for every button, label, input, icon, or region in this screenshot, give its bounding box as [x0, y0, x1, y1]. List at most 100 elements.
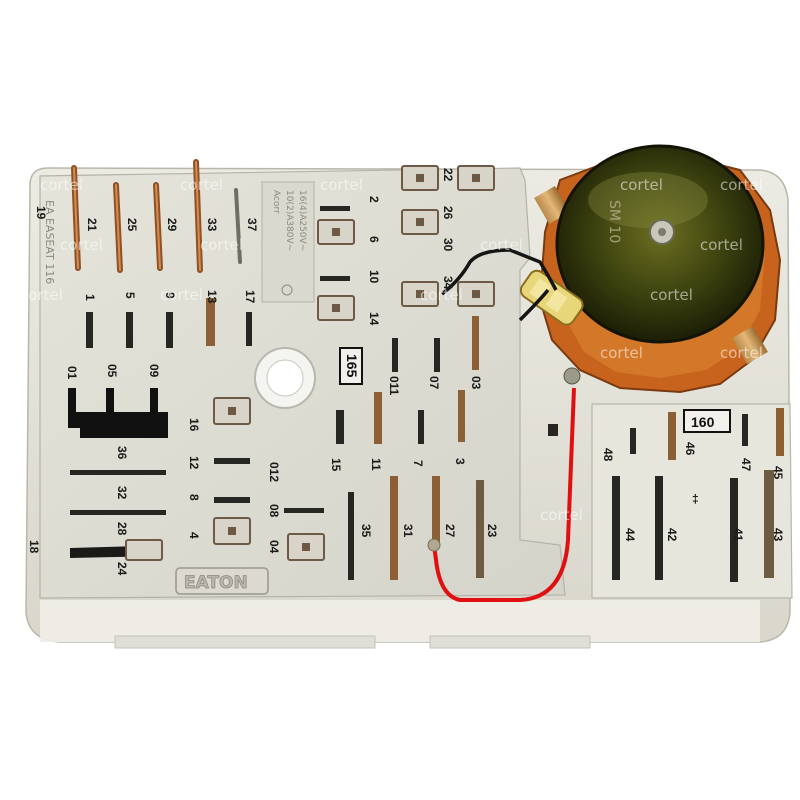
- svg-text:15: 15: [329, 458, 343, 472]
- svg-text:16: 16: [187, 418, 201, 432]
- svg-text:13: 13: [205, 290, 219, 304]
- svg-text:cortel: cortel: [720, 176, 763, 194]
- svg-text:cortel: cortel: [320, 176, 363, 194]
- terminal-labels-right: 48 46 47 45 44 42 41 43: [601, 442, 785, 542]
- svg-text:2: 2: [367, 196, 381, 203]
- svg-text:12: 12: [187, 456, 201, 470]
- terminal-labels-left: 19 21 25 29 33 37 1 5 9 13 17 01 05 09 1…: [27, 206, 259, 576]
- watermark-layer: cortel cortel cortel cortel cortel corte…: [20, 176, 763, 524]
- svg-text:cortel: cortel: [200, 236, 243, 254]
- housing-bottom-edge: [40, 600, 760, 642]
- spade-terminals: [125, 165, 495, 561]
- part-code: EA EASEAT 116: [43, 200, 56, 284]
- svg-text:27: 27: [443, 524, 457, 538]
- brand-logo: EATON: [184, 573, 248, 593]
- svg-text:cortel: cortel: [600, 344, 643, 362]
- svg-text:47: 47: [739, 458, 753, 472]
- svg-text:cortel: cortel: [480, 236, 523, 254]
- contact-slots: [70, 206, 784, 582]
- svg-text:011: 011: [387, 376, 401, 396]
- program-box-160: [683, 409, 731, 433]
- svg-text:14: 14: [367, 312, 381, 326]
- svg-text:48: 48: [601, 448, 615, 462]
- svg-text:35: 35: [359, 524, 373, 538]
- svg-text:012: 012: [267, 462, 281, 482]
- svg-text:cortel: cortel: [650, 286, 693, 304]
- program-number-165: 165: [344, 354, 360, 378]
- svg-text:43: 43: [771, 528, 785, 542]
- svg-text:17: 17: [243, 290, 257, 304]
- svg-text:cortel: cortel: [720, 344, 763, 362]
- svg-text:cortel: cortel: [60, 236, 103, 254]
- secondary-plate: [591, 403, 793, 599]
- svg-text:4: 4: [187, 532, 201, 539]
- svg-text:26: 26: [441, 206, 455, 220]
- synchronous-motor: SM 10: [534, 144, 782, 394]
- spec-line-3: Acorr: [271, 190, 281, 214]
- svg-text:09: 09: [147, 364, 161, 378]
- svg-text:18: 18: [27, 540, 41, 554]
- svg-text:42: 42: [665, 528, 679, 542]
- brand-logo-plate: [175, 567, 269, 595]
- housing-bottom-slot: [114, 635, 376, 649]
- wire-solder-joint: [427, 538, 441, 552]
- approval-mark-icon: [281, 284, 293, 296]
- svg-text:32: 32: [115, 486, 129, 500]
- svg-text:44: 44: [623, 528, 637, 542]
- bridge-contact-pin: [106, 388, 114, 412]
- motor-label: SM 10: [606, 200, 622, 243]
- program-box-165: [339, 347, 363, 385]
- wire-solder-joint: [563, 367, 581, 385]
- svg-text:cortel: cortel: [620, 176, 663, 194]
- spring-contacts-row: [71, 159, 242, 273]
- ground-symbol-icon: ‡: [692, 492, 699, 506]
- spade-terminal-holes: [228, 174, 480, 551]
- mounting-hole-inner: [266, 359, 304, 397]
- bridge-contact: [68, 412, 168, 438]
- svg-text:34: 34: [441, 276, 455, 290]
- svg-text:cortel: cortel: [540, 506, 583, 524]
- svg-text:03: 03: [469, 376, 483, 390]
- svg-text:11: 11: [369, 458, 383, 471]
- svg-text:cortel: cortel: [40, 176, 83, 194]
- svg-text:28: 28: [115, 522, 129, 536]
- svg-text:01: 01: [65, 366, 79, 380]
- svg-text:05: 05: [105, 364, 119, 378]
- svg-text:31: 31: [401, 524, 415, 538]
- housing-bottom-slot: [429, 635, 591, 649]
- svg-text:33: 33: [205, 218, 219, 232]
- bridge-contact-pin: [150, 388, 158, 412]
- svg-text:46: 46: [683, 442, 697, 456]
- spec-line-2: 10(2)A380V~: [284, 190, 294, 251]
- motor-connector: [519, 269, 584, 326]
- svg-text:29: 29: [165, 218, 179, 232]
- svg-text:cortel: cortel: [20, 286, 63, 304]
- svg-text:3: 3: [453, 458, 467, 465]
- spec-line-1: 16(4)A250V~: [297, 190, 307, 251]
- svg-text:10: 10: [367, 270, 381, 284]
- svg-text:7: 7: [411, 460, 425, 467]
- svg-text:25: 25: [125, 218, 139, 232]
- svg-text:37: 37: [245, 218, 259, 232]
- red-wire: [432, 387, 576, 602]
- black-wire: [440, 248, 558, 296]
- terminal-labels-middle: 2 6 10 14 22 26 30 34 011 07 03 15 11 7 …: [267, 168, 499, 554]
- program-number-160: 160: [691, 414, 715, 430]
- svg-text:22: 22: [441, 168, 455, 182]
- svg-text:23: 23: [485, 524, 499, 538]
- svg-text:24: 24: [115, 562, 129, 576]
- svg-text:07: 07: [427, 376, 441, 390]
- svg-text:cortel: cortel: [700, 236, 743, 254]
- svg-text:cortel: cortel: [180, 176, 223, 194]
- svg-text:21: 21: [85, 218, 99, 232]
- svg-text:9: 9: [163, 292, 177, 299]
- svg-text:08: 08: [267, 504, 281, 518]
- svg-text:45: 45: [771, 466, 785, 480]
- svg-text:cortel: cortel: [420, 286, 463, 304]
- spec-plate: [261, 181, 315, 303]
- svg-text:41: 41: [731, 528, 745, 542]
- svg-text:5: 5: [123, 292, 137, 299]
- svg-text:19: 19: [34, 206, 48, 220]
- svg-text:30: 30: [441, 238, 455, 252]
